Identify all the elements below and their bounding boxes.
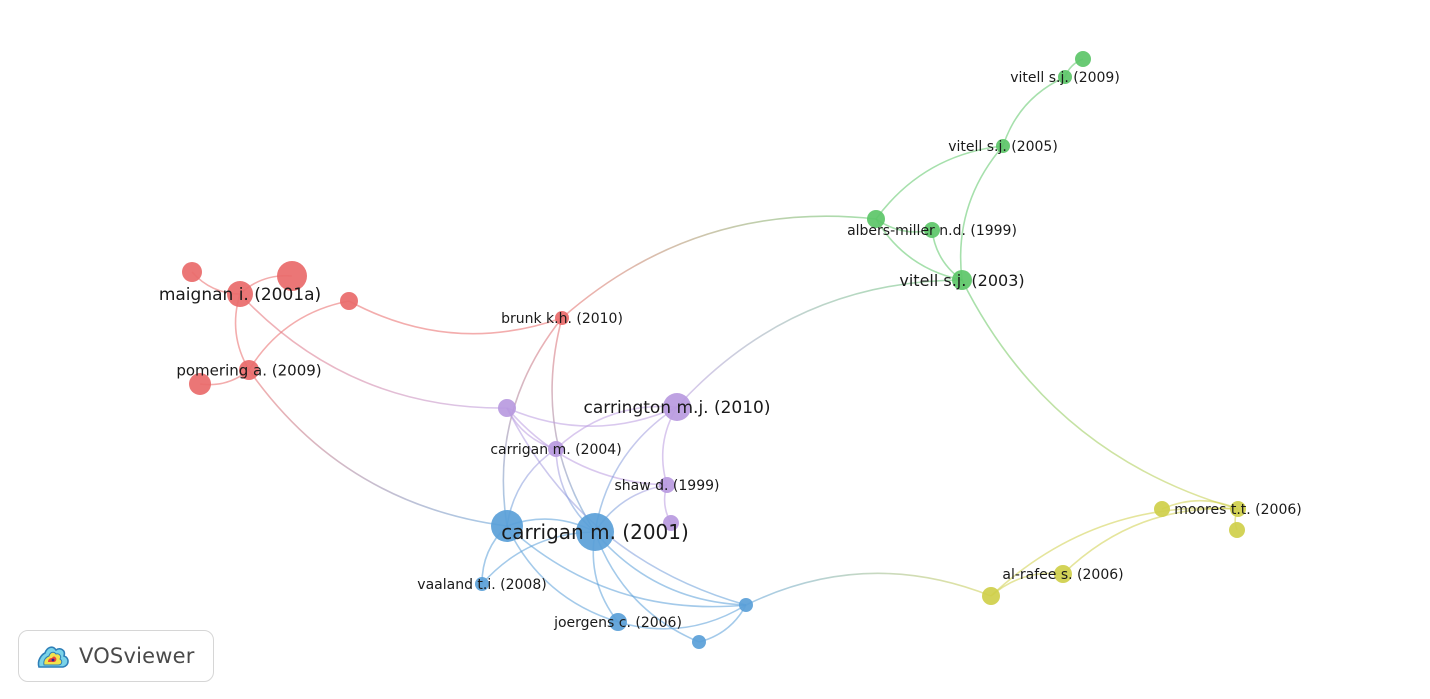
node-label-pomering2009[interactable]: pomering a. (2009) <box>176 361 321 379</box>
node-vitell2003[interactable] <box>952 270 972 290</box>
node-blue_b[interactable] <box>739 598 753 612</box>
node-carrington2010[interactable] <box>663 393 691 421</box>
link-red_c-pomering2009 <box>248 300 350 371</box>
node-vitell2009[interactable] <box>1058 70 1072 84</box>
node-purple_b[interactable] <box>663 515 679 531</box>
node-joergens2006[interactable] <box>609 613 627 631</box>
node-label-vitell2009[interactable]: vitell s.j. (2009) <box>1010 70 1120 86</box>
node-green_mid[interactable] <box>867 210 885 228</box>
link-moores2006-alrafee2006 <box>1062 507 1239 575</box>
node-moores2006[interactable] <box>1230 501 1246 517</box>
link-purple_a-carrington2010 <box>506 406 678 427</box>
link-carrington2010-carrigan2004 <box>555 405 678 450</box>
link-pomering2009-blue_a <box>248 369 508 527</box>
node-maignan2001a[interactable] <box>227 281 253 307</box>
node-brunk2010[interactable] <box>555 311 569 325</box>
link-vitell2009-vitell2005 <box>1002 76 1066 147</box>
link-blue_a-joergens2006 <box>506 525 619 623</box>
link-carrigan2001-blue_b <box>594 531 747 606</box>
link-maignan2001a-purple_a <box>239 293 508 409</box>
link-vitell2005-vitell2003 <box>959 145 1004 281</box>
node-red_a[interactable] <box>182 262 202 282</box>
node-label-vitell2005[interactable]: vitell s.j. (2005) <box>948 139 1058 155</box>
node-label-maignan2001a[interactable]: maignan i. (2001a) <box>159 285 321 305</box>
link-vitell2005-green_mid <box>875 145 1004 220</box>
node-label-albers1999[interactable]: albers-miller n.d. (1999) <box>847 223 1017 239</box>
node-label-moores2006[interactable]: moores t.t. (2006) <box>1174 502 1301 518</box>
node-vaaland2008[interactable] <box>475 577 489 591</box>
node-pomering2009[interactable] <box>239 360 259 380</box>
vosviewer-logo-icon <box>37 646 69 668</box>
link-purple_a-shaw1999 <box>506 407 668 486</box>
node-albers1999[interactable] <box>924 222 940 238</box>
node-yellow_a[interactable] <box>982 587 1000 605</box>
node-label-shaw1999[interactable]: shaw d. (1999) <box>615 478 720 494</box>
node-alrafee2006[interactable] <box>1054 565 1072 583</box>
node-blue_a[interactable] <box>491 510 523 542</box>
link-red_c-brunk2010 <box>348 300 563 335</box>
link-vitell2003-carrington2010 <box>676 279 963 408</box>
link-yellow_a-blue_b <box>745 572 992 606</box>
link-blue_a-blue_b <box>506 525 747 608</box>
node-yellow_b[interactable] <box>1154 501 1170 517</box>
node-green_top[interactable] <box>1075 51 1091 67</box>
labels-layer: vitell s.j. (2009) vitell s.j. (2005) albe… <box>159 70 1302 631</box>
node-label-vaaland2008[interactable]: vaaland t.i. (2008) <box>417 577 546 593</box>
node-carrigan2001[interactable] <box>576 513 614 551</box>
vosviewer-badge[interactable]: VOSviewer <box>18 630 214 682</box>
node-label-carrigan2004[interactable]: carrigan m. (2004) <box>490 442 621 458</box>
link-moores2006-yellow_a <box>990 507 1239 597</box>
node-label-carrigan2001[interactable]: carrigan m. (2001) <box>501 520 689 544</box>
node-blue_c[interactable] <box>692 635 706 649</box>
node-red_c[interactable] <box>340 292 358 310</box>
node-vitell2005[interactable] <box>996 139 1010 153</box>
link-joergens2006-blue_b <box>617 604 747 630</box>
node-purple_a[interactable] <box>498 399 516 417</box>
node-yellow_c[interactable] <box>1229 522 1245 538</box>
node-red_b[interactable] <box>277 261 307 291</box>
edges-layer <box>191 58 1239 643</box>
node-label-vitell2003[interactable]: vitell s.j. (2003) <box>899 271 1024 290</box>
link-purple_a-blue_b <box>506 407 747 606</box>
nodes-layer <box>182 51 1246 649</box>
node-red_d[interactable] <box>189 373 211 395</box>
link-green_mid-brunk2010 <box>561 215 877 319</box>
vosviewer-brand-text: VOSviewer <box>79 644 195 668</box>
node-carrigan2004[interactable] <box>548 441 564 457</box>
node-label-joergens2006[interactable]: joergens c. (2006) <box>553 615 682 631</box>
node-label-brunk2010[interactable]: brunk k.h. (2010) <box>501 311 623 327</box>
node-label-alrafee2006[interactable]: al-rafee s. (2006) <box>1002 567 1123 583</box>
node-label-carrington2010[interactable]: carrington m.j. (2010) <box>584 398 771 418</box>
link-green_mid-vitell2003 <box>875 218 963 281</box>
link-vitell2003-moores2006 <box>961 279 1239 510</box>
node-shaw1999[interactable] <box>659 477 675 493</box>
link-brunk2010-carrigan2001 <box>551 317 596 533</box>
